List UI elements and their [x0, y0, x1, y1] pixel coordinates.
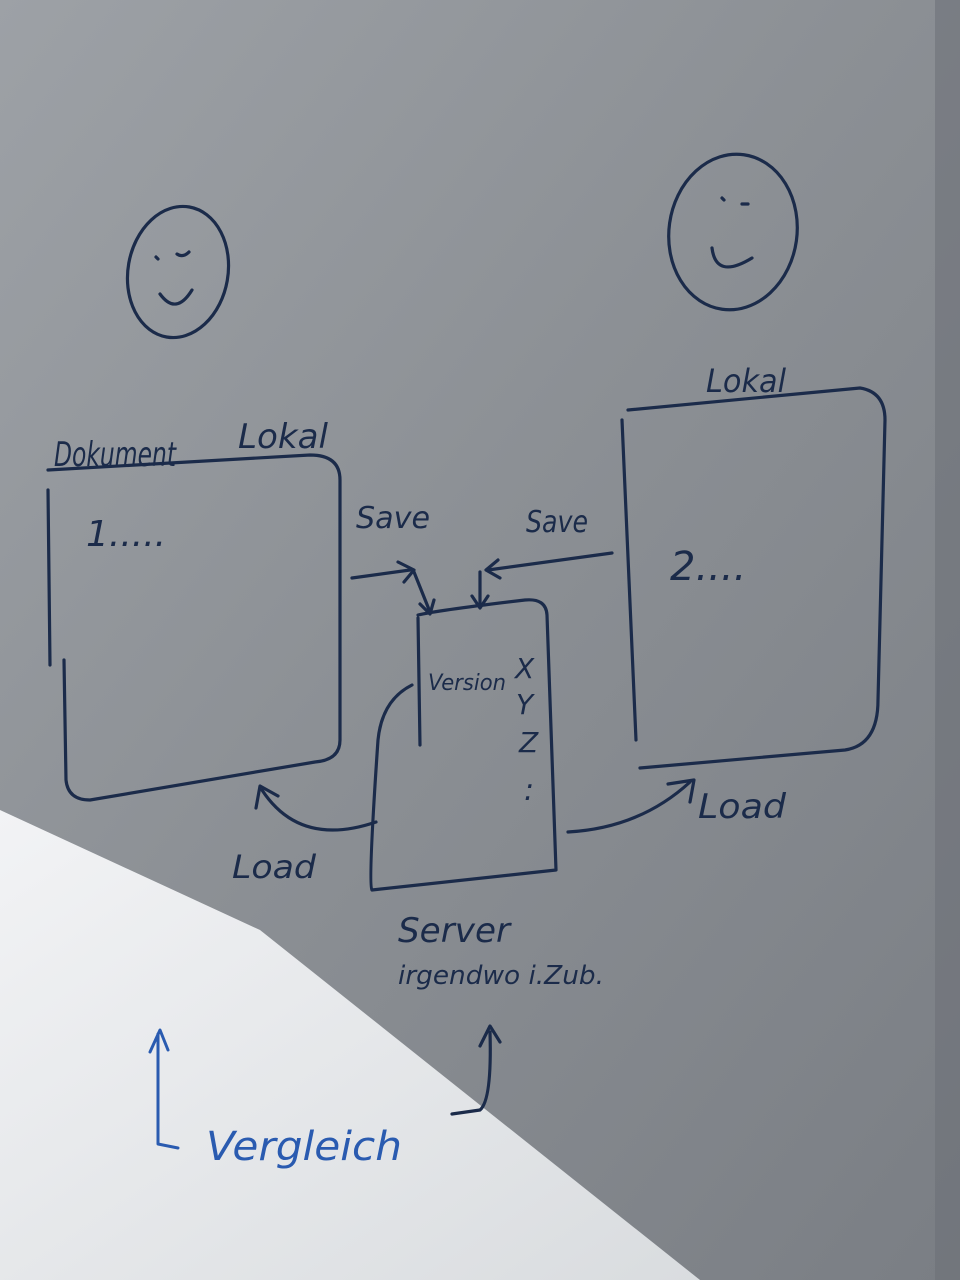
server-location-caption: irgendwo i.Zub.: [398, 961, 604, 991]
right-load-arrow: [566, 778, 696, 834]
server-version-z: Z: [518, 726, 539, 759]
smiley-face-icon: [125, 204, 231, 340]
left-load-arrow: [254, 784, 378, 832]
server-version-label: Version: [428, 671, 506, 696]
right-local-label: Lokal: [706, 362, 786, 400]
left-doc-content: 1.....: [86, 514, 166, 555]
board-frame-edge: [935, 0, 960, 1280]
compare-bracket: [148, 1028, 180, 1150]
compare-label: Vergleich: [206, 1124, 402, 1170]
left-save-label: Save: [356, 501, 430, 536]
right-doc-content: 2....: [670, 544, 746, 590]
left-load-label: Load: [232, 848, 317, 886]
right-save-label: Save: [526, 505, 588, 540]
server-caption: Server: [398, 911, 512, 951]
right-load-label: Load: [698, 787, 786, 827]
server-version-more: :: [524, 773, 534, 808]
left-document-box: [46, 453, 342, 802]
server-version-y: Y: [516, 688, 535, 721]
server-version-x: X: [513, 652, 535, 685]
sunlight-patch: [0, 810, 700, 1280]
left-doc-label: Dokument: [54, 435, 177, 475]
right-save-arrow: [470, 551, 614, 610]
smiley-face-icon: [667, 152, 799, 312]
compare-return-arrow: [450, 1024, 502, 1116]
right-document-box: [620, 386, 887, 770]
left-local-label: Lokal: [238, 417, 329, 457]
left-save-arrow: [350, 560, 436, 616]
